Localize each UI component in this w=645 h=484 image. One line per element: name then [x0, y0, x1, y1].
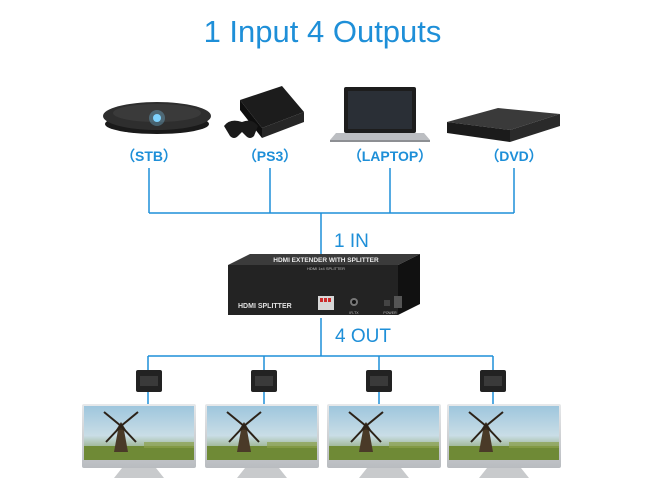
- splitter-power-label: POWER: [383, 311, 397, 315]
- set-top-box-icon: [103, 102, 211, 134]
- source-label-laptop: （LAPTOP）: [347, 148, 433, 164]
- tv-monitor-icon: [82, 404, 196, 478]
- source-label-ps3: （PS3）: [242, 148, 298, 164]
- laptop-icon: [330, 87, 430, 142]
- dvd-player-icon: [447, 108, 560, 142]
- source-label-dvd: （DVD）: [485, 148, 543, 164]
- splitter-sub-label: HDMI 1x4 SPLITTER: [307, 266, 345, 271]
- tv-monitor-icon: [205, 404, 319, 478]
- input-label: 1 IN: [334, 231, 369, 252]
- input-connection-lines: [148, 168, 515, 258]
- splitter-top-label: HDMI EXTENDER WITH SPLITTER: [273, 257, 379, 264]
- splitter-ir-label: IR-TX: [349, 311, 359, 315]
- hdmi-splitter-device: [228, 254, 420, 315]
- game-console-icon: [224, 86, 304, 138]
- receiver-icon: [136, 370, 162, 392]
- source-label-stb: （STB）: [121, 148, 177, 164]
- receiver-icon: [480, 370, 506, 392]
- splitter-name-label: HDMI SPLITTER: [238, 303, 292, 310]
- output-connection-lines: [147, 318, 494, 405]
- output-label: 4 OUT: [335, 326, 391, 347]
- tv-monitor-icon: [447, 404, 561, 478]
- receiver-icon: [251, 370, 277, 392]
- tv-monitor-icon: [327, 404, 441, 478]
- receiver-icon: [366, 370, 392, 392]
- page-title: 1 Input 4 Outputs: [203, 14, 442, 49]
